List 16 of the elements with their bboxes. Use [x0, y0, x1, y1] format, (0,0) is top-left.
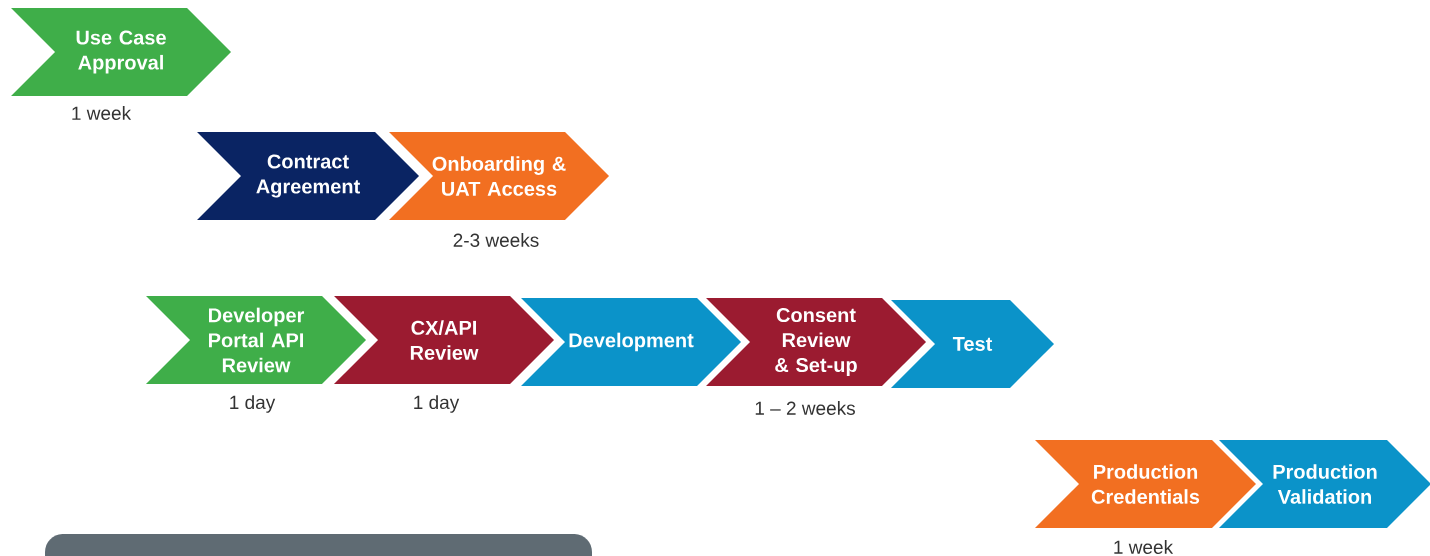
- duration-label: 1 day: [230, 395, 276, 413]
- duration-label: 1 week: [1114, 540, 1174, 554]
- duration-label: 2-3 weeks: [453, 233, 539, 247]
- process-step: Production Credentials: [1035, 440, 1256, 528]
- process-step: Use Case Approval: [11, 8, 231, 96]
- process-step: Consent Review & Set-up: [706, 298, 926, 386]
- duration-label: 1 – 2 weeks: [755, 401, 855, 415]
- process-step: CX/API Review: [334, 296, 554, 384]
- process-step: Developer Portal API Review: [146, 296, 366, 384]
- process-step: Production Validation: [1219, 440, 1430, 528]
- process-step: Contract Agreement: [197, 132, 419, 220]
- duration-label: 1 day: [414, 395, 460, 413]
- process-step: Onboarding & UAT Access: [389, 132, 609, 220]
- duration-label: 1 week: [72, 106, 132, 120]
- process-step: Test: [891, 300, 1054, 388]
- process-step: Development: [521, 298, 741, 386]
